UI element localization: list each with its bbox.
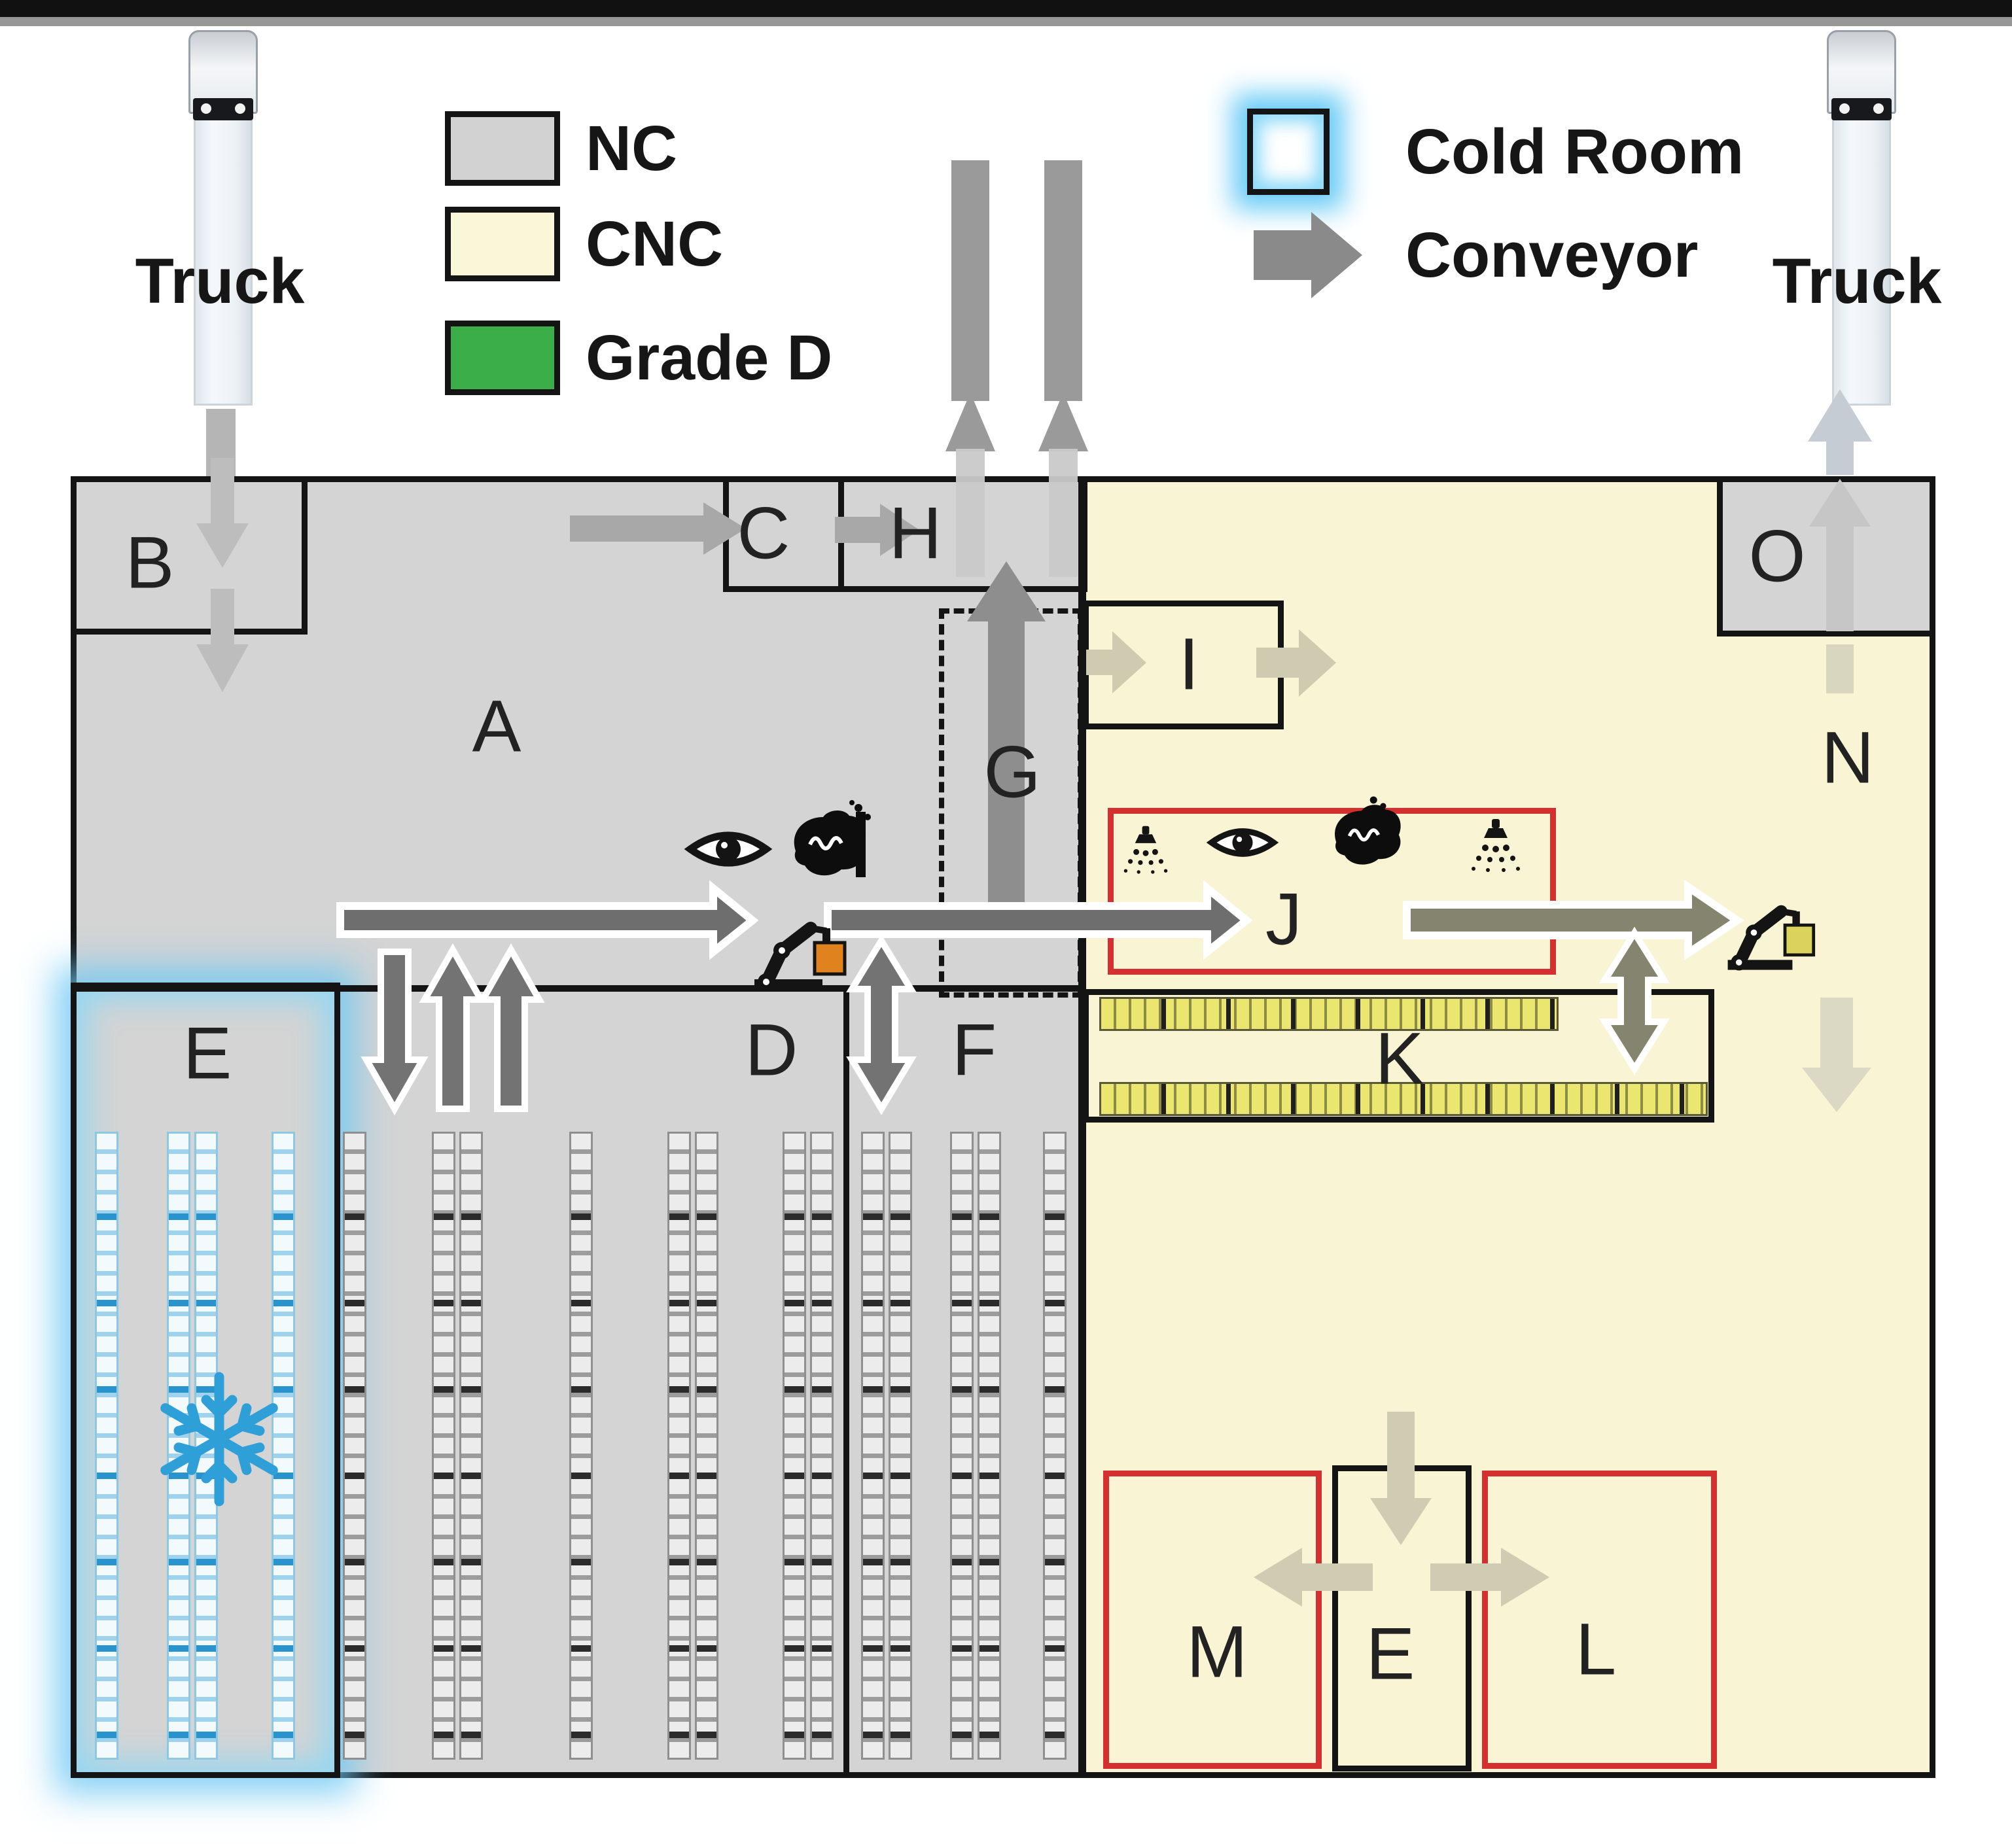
arrow-o-to-truck bbox=[1808, 389, 1872, 475]
truck-left-label: Truck bbox=[135, 245, 305, 317]
truck-left-trailer bbox=[194, 110, 253, 406]
hand-mixing-icon bbox=[794, 800, 871, 877]
top-gray-bar bbox=[0, 17, 2012, 26]
h-exit-conveyor-right bbox=[1038, 160, 1088, 577]
zone-b-room bbox=[71, 476, 308, 635]
spray-icon bbox=[1123, 826, 1168, 874]
truck-right-band bbox=[1831, 98, 1892, 120]
arrow-down-into-e-bottom bbox=[1370, 1412, 1432, 1545]
arrow-o-stub-n bbox=[1826, 644, 1854, 693]
conveyor-segment-3 bbox=[1403, 879, 1744, 961]
zone-k-label: K bbox=[1375, 1017, 1426, 1100]
legend-label-cnc: CNC bbox=[586, 208, 724, 279]
eye-icon bbox=[684, 831, 773, 867]
top-black-bar bbox=[0, 0, 2012, 17]
eye-icon bbox=[1206, 828, 1279, 857]
arrow-o-up-inside bbox=[1809, 479, 1871, 631]
cold-rack bbox=[95, 1132, 118, 1760]
zone-k-room bbox=[1083, 989, 1714, 1123]
arrow-e-to-l bbox=[1430, 1548, 1549, 1607]
zone-g-label: G bbox=[983, 731, 1042, 813]
arrow-c-to-h bbox=[835, 504, 919, 556]
legend-label-nc: NC bbox=[586, 113, 678, 184]
legend-swatch-nc bbox=[445, 111, 560, 186]
zone-j-room bbox=[1108, 808, 1556, 975]
arrow-b-to-a bbox=[196, 589, 249, 692]
storage-rack bbox=[810, 1132, 834, 1760]
storage-rack bbox=[783, 1132, 806, 1760]
h-exit-conveyor-left bbox=[945, 160, 995, 577]
zone-n-label: N bbox=[1821, 716, 1876, 799]
legend-label-conveyor: Conveyor bbox=[1405, 219, 1699, 290]
cold-rack bbox=[272, 1132, 295, 1760]
zone-i-label: I bbox=[1178, 623, 1201, 705]
storage-rack bbox=[667, 1132, 691, 1760]
arrow-e-to-m bbox=[1254, 1548, 1373, 1607]
storage-rack bbox=[889, 1132, 912, 1760]
zone-b-label: B bbox=[125, 521, 176, 604]
robot-arm-icon bbox=[1727, 905, 1816, 971]
zone-l-room bbox=[1482, 1471, 1717, 1769]
k-pallet-row bbox=[1099, 1082, 1708, 1116]
zone-e-bottom-label: E bbox=[1366, 1613, 1417, 1695]
zone-j-label: J bbox=[1265, 878, 1303, 960]
zone-e-cold-label: E bbox=[183, 1012, 234, 1094]
storage-rack bbox=[978, 1132, 1001, 1760]
storage-rack bbox=[861, 1132, 885, 1760]
zone-f-label: F bbox=[951, 1009, 998, 1091]
double-arrow-conveyor-f bbox=[846, 934, 917, 1115]
storage-rack bbox=[569, 1132, 593, 1760]
zone-h-label: H bbox=[889, 492, 944, 574]
legend-conveyor-arrow bbox=[1254, 212, 1362, 298]
arrow-n-down bbox=[1802, 998, 1871, 1112]
truck-right-trailer bbox=[1832, 110, 1891, 406]
arrow-i-out bbox=[1256, 629, 1336, 697]
storage-rack bbox=[459, 1132, 483, 1760]
zone-a-label: A bbox=[472, 685, 523, 767]
double-arrow-conveyor-k bbox=[1598, 926, 1670, 1075]
snowflake-icon bbox=[160, 1372, 278, 1507]
nc-cnc-dividing-wall bbox=[1078, 476, 1086, 1778]
zone-l-label: L bbox=[1575, 1608, 1618, 1690]
storage-rack bbox=[343, 1132, 366, 1760]
arrow-d-up-to-a-1 bbox=[419, 943, 487, 1112]
arrow-d-up-to-a-2 bbox=[477, 943, 545, 1112]
zone-o-label: O bbox=[1748, 515, 1807, 597]
truck-left-band bbox=[193, 98, 253, 120]
conveyor-segment-1 bbox=[336, 880, 759, 960]
storage-rack bbox=[432, 1132, 455, 1760]
storage-rack bbox=[695, 1132, 718, 1760]
k-pallet-row bbox=[1099, 997, 1559, 1031]
zone-c-label: C bbox=[737, 492, 792, 574]
arrow-h-to-i bbox=[1086, 631, 1146, 693]
a-df-dividing-wall bbox=[71, 985, 1086, 992]
legend-swatch-cnc bbox=[445, 207, 560, 281]
legend-label-cold-room: Cold Room bbox=[1405, 116, 1744, 187]
zone-m-room bbox=[1103, 1471, 1322, 1769]
zone-m-label: M bbox=[1186, 1611, 1249, 1693]
conveyor-segment-2 bbox=[824, 880, 1253, 960]
truck-right-label: Truck bbox=[1772, 245, 1942, 317]
d-f-dividing-wall bbox=[843, 985, 849, 1778]
zone-d-label: D bbox=[745, 1009, 800, 1091]
arrow-a-to-c bbox=[570, 502, 746, 555]
storage-rack bbox=[1043, 1132, 1067, 1760]
storage-rack bbox=[950, 1132, 974, 1760]
robot-arm-icon bbox=[754, 922, 847, 990]
legend-label-grade-d: Grade D bbox=[586, 322, 833, 393]
legend-swatch-cold-room bbox=[1247, 109, 1330, 195]
legend-swatch-grade-d bbox=[445, 321, 560, 395]
spray-icon bbox=[1472, 819, 1520, 872]
arrow-g-to-h bbox=[967, 561, 1046, 903]
hand-mixing-icon bbox=[1335, 796, 1401, 865]
arrow-a-down-to-d bbox=[361, 949, 429, 1116]
arrow-into-b bbox=[196, 458, 249, 568]
